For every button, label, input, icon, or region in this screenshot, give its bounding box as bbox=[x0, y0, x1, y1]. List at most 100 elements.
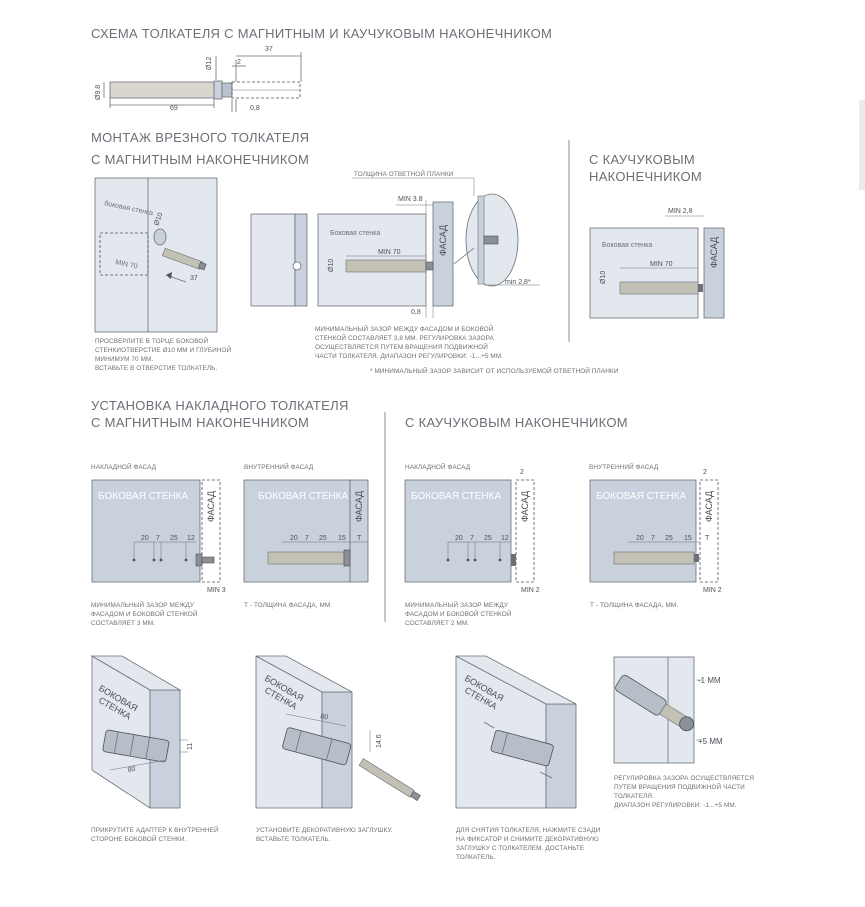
t-label-d: T bbox=[705, 535, 710, 542]
two-label-c: 2 bbox=[520, 469, 524, 476]
step4-cap-1: РЕГУЛИРОВКА ЗАЗОРА ОСУЩЕСТВЛЯЕТСЯ bbox=[614, 775, 754, 782]
step1-cap-2: СТОРОНЕ БОКОВОЙ СТЕНКИ. bbox=[91, 834, 187, 843]
facade-label: ФАСАД bbox=[438, 225, 448, 256]
step3-cap-4: ТОЛКАТЕЛЬ. bbox=[456, 854, 496, 861]
overlay-heading-2: С МАГНИТНЫМ НАКОНЕЧНИКОМ bbox=[91, 415, 309, 430]
step2-cap-2: ВСТАВЬТЕ ТОЛКАТЕЛЬ. bbox=[256, 836, 331, 843]
step3-cap-2: НА ФИКСАТОР И СНИМИТЕ ДЕКОРАТИВНУЮ bbox=[456, 836, 599, 843]
rubber-heading-1: С КАУЧУКОВЫМ bbox=[589, 152, 695, 167]
dim-a-2: 25 bbox=[170, 535, 178, 542]
edge-accent bbox=[859, 100, 865, 190]
dim-b-0: 20 bbox=[290, 535, 298, 542]
dim-c-1: 7 bbox=[470, 535, 474, 542]
mount-caption-4: ВСТАВЬТЕ В ОТВЕРСТИЕ ТОЛКАТЕЛЬ. bbox=[95, 365, 217, 372]
front-view-illustration bbox=[250, 213, 308, 307]
dim-d-0: 20 bbox=[636, 535, 644, 542]
min38-label: MIN 3.8 bbox=[398, 196, 423, 203]
d10-label-b: Ø10 bbox=[328, 259, 335, 272]
side-wall-label-d: БОКОВАЯ СТЕНКА bbox=[596, 491, 686, 502]
step3-cap-3: ЗАГЛУШКУ С ТОЛКАТЕЛЕМ. ДОСТАНЬТЕ bbox=[456, 845, 584, 852]
overlay-cap-mag-3: СОСТАВЛЯЕТ 3 ММ. bbox=[91, 620, 155, 627]
rubber-min70-label: MIN 70 bbox=[650, 261, 673, 268]
inner-facade-label-d: ВНУТРЕННИЙ ФАСАД bbox=[589, 462, 659, 471]
d10-label: Ø10 bbox=[153, 212, 164, 227]
overlay-cap-mag-1: МИНИМАЛЬНЫЙ ЗАЗОР МЕЖДУ bbox=[91, 600, 195, 609]
overlay-facade-label: НАКЛАДНОЙ ФАСАД bbox=[91, 462, 157, 471]
step3-cap-1: ДЛЯ СНЯТИЯ ТОЛКАТЕЛЯ, НАЖМИТЕ СЗАДИ bbox=[456, 827, 601, 834]
step2-illustration: БОКОВАЯ СТЕНКА 80 14.6 bbox=[255, 655, 421, 809]
strike-label: ТОЛЩИНА ОТВЕТНОЙ ПЛАНКИ bbox=[354, 169, 454, 178]
drill-panel-illustration: боковая стенка MIN 70 Ø10 37 bbox=[94, 177, 218, 333]
overlay-magnetic-panel: НАКЛАДНОЙ ФАСАД БОКОВАЯ СТЕНКА ФАСАД 20 … bbox=[91, 462, 226, 594]
dim-37: 37 bbox=[265, 46, 273, 53]
overlay-cap-rub-2: ФАСАДОМ И БОКОВОЙ СТЕНКОЙ bbox=[405, 609, 512, 618]
dim-69: 69 bbox=[170, 105, 178, 112]
step2-dim146: 14.6 bbox=[376, 734, 383, 748]
dim-a-1: 7 bbox=[156, 535, 160, 542]
section-view-illustration: ТОЛЩИНА ОТВЕТНОЙ ПЛАНКИ MIN 3.8 Боковая … bbox=[317, 169, 540, 318]
rubber-d10-label: Ø10 bbox=[600, 271, 607, 284]
dim-c-3: 12 bbox=[501, 535, 509, 542]
inner-magnetic-panel: ВНУТРЕННИЙ ФАСАД БОКОВАЯ СТЕНКА ФАСАД 20… bbox=[243, 462, 369, 583]
min3-label: MIN 3 bbox=[207, 587, 226, 594]
dim-d12: Ø12 bbox=[206, 57, 213, 70]
step2-cap-1: УСТАНОВИТЕ ДЕКОРАТИВНУЮ ЗАГЛУШКУ. bbox=[256, 827, 393, 834]
dim-d-2: 25 bbox=[665, 535, 673, 542]
facade-label-c: ФАСАД bbox=[520, 491, 530, 522]
facade-label-b: ФАСАД bbox=[354, 491, 364, 522]
two-label-d: 2 bbox=[703, 469, 707, 476]
dim-d-1: 7 bbox=[651, 535, 655, 542]
overlay-heading-1: УСТАНОВКА НАКЛАДНОГО ТОЛКАТЕЛЯ bbox=[91, 398, 349, 413]
min28-label: MIN 2,8 bbox=[668, 208, 693, 215]
inner-facade-label: ВНУТРЕННИЙ ФАСАД bbox=[244, 462, 314, 471]
t-label-b: T bbox=[357, 535, 362, 542]
overlay-cap-rub-3: СОСТАВЛЯЕТ 2 ММ. bbox=[405, 620, 469, 627]
step2-dim80: 80 bbox=[320, 713, 329, 721]
step4-cap-2: ПУТЕМ ВРАЩЕНИЯ ПОДВИЖНОЙ ЧАСТИ bbox=[614, 782, 745, 791]
min28-star-label: min 2,8* bbox=[505, 279, 531, 286]
mount-heading-2: С МАГНИТНЫМ НАКОНЕЧНИКОМ bbox=[91, 152, 309, 167]
min70-label: MIN 70 bbox=[115, 259, 139, 271]
mount2-caption-2: СТЕНКОЙ СОСТАВЛЯЕТ 3,8 ММ. РЕГУЛИРОВКА З… bbox=[315, 333, 495, 342]
dim-b-3: 15 bbox=[338, 535, 346, 542]
gap-label: 0,8 bbox=[411, 309, 421, 316]
mount2-caption-3: ОСУЩЕСТВЛЯЕТСЯ ПУТЕМ ВРАЩЕНИЯ ПОДВИЖНОЙ bbox=[315, 342, 488, 351]
rubber-heading-2: НАКОНЕЧНИКОМ bbox=[589, 169, 702, 184]
side-wall-label-c: БОКОВАЯ СТЕНКА bbox=[411, 491, 501, 502]
dim-a-0: 20 bbox=[141, 535, 149, 542]
facade-label-d: ФАСАД bbox=[704, 491, 714, 522]
side-wall-label-b: БОКОВАЯ СТЕНКА bbox=[258, 491, 348, 502]
overlay-rubber-panel: НАКЛАДНОЙ ФАСАД 2 БОКОВАЯ СТЕНКА ФАСАД 2… bbox=[404, 462, 540, 594]
dim-a-3: 12 bbox=[187, 535, 195, 542]
step4-illustration: -1 ММ +5 ММ bbox=[613, 656, 723, 764]
overlay-rubber-heading: С КАУЧУКОВЫМ НАКОНЕЧНИКОМ bbox=[405, 415, 628, 430]
dim-d9-8: Ø9.8 bbox=[95, 85, 102, 100]
overlay-cap-rub-1: МИНИМАЛЬНЫЙ ЗАЗОР МЕЖДУ bbox=[405, 600, 509, 609]
facade-label-a: ФАСАД bbox=[206, 491, 216, 522]
overlay-cap-t-b: Т - ТОЛЩИНА ФАСАДА, ММ. bbox=[244, 602, 332, 609]
dim-b-1: 7 bbox=[305, 535, 309, 542]
side-wall-label-a: БОКОВАЯ СТЕНКА bbox=[98, 491, 188, 502]
plus5-label: +5 ММ bbox=[698, 737, 723, 746]
minus1-label: -1 ММ bbox=[698, 676, 721, 685]
overlay-cap-t-d: Т - ТОЛЩИНА ФАСАДА, ММ. bbox=[590, 602, 678, 609]
len37-label: 37 bbox=[190, 275, 198, 282]
mount-footnote: * МИНИМАЛЬНЫЙ ЗАЗОР ЗАВИСИТ ОТ ИСПОЛЬЗУЕ… bbox=[370, 366, 619, 375]
step3-illustration: БОКОВАЯ СТЕНКА bbox=[455, 655, 577, 809]
mount-caption-1: ПРОСВЕРЛИТЕ В ТОРЦЕ БОКОВОЙ bbox=[95, 336, 208, 345]
rubber-facade-label: ФАСАД bbox=[709, 237, 719, 268]
inner-rubber-panel: ВНУТРЕННИЙ ФАСАД 2 БОКОВАЯ СТЕНКА ФАСАД … bbox=[589, 462, 722, 594]
rubber-side-label: Боковая стенка bbox=[602, 242, 652, 249]
dim-0-8: 0,8 bbox=[250, 105, 260, 112]
min2-label-d: MIN 2 bbox=[703, 587, 722, 594]
dim-d-3: 15 bbox=[684, 535, 692, 542]
step4-cap-3: ТОЛКАТЕЛЯ. bbox=[614, 793, 654, 800]
overlay-cap-mag-2: ФАСАДОМ И БОКОВОЙ СТЕНКОЙ bbox=[91, 609, 198, 618]
overlay-facade-label-c: НАКЛАДНОЙ ФАСАД bbox=[405, 462, 471, 471]
mount2-caption-1: МИНИМАЛЬНЫЙ ЗАЗОР МЕЖДУ ФАСАДОМ И БОКОВО… bbox=[315, 324, 494, 333]
min2-label-c: MIN 2 bbox=[521, 587, 540, 594]
dim-2: 2 bbox=[237, 59, 241, 66]
min70-label-b: MIN 70 bbox=[378, 249, 401, 256]
dim-c-0: 20 bbox=[455, 535, 463, 542]
